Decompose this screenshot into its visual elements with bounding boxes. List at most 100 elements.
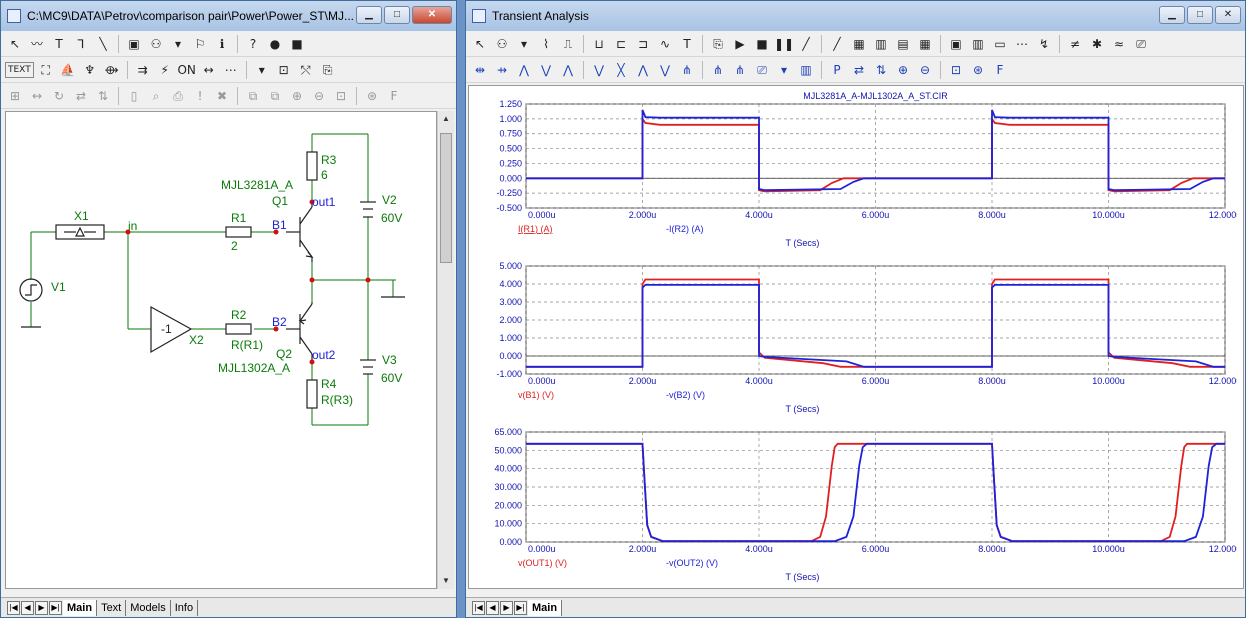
sch-tb3-tool-3-icon[interactable]: ⇄ [75, 88, 87, 103]
ana-tb1-tool-8-icon[interactable]: ∿ [659, 36, 671, 51]
tab-text[interactable]: Text [97, 599, 127, 616]
ana-tb1-tool-19-icon[interactable]: ▦ [919, 36, 931, 51]
sch-tb2-tool-4-icon[interactable]: ⟴ [104, 62, 119, 77]
ana-tb1-tool-3-icon[interactable]: ⌇ [543, 36, 549, 51]
sch-tb2-tool-11-icon[interactable]: ⊡ [278, 62, 289, 77]
ana-tb1-tool-20-icon[interactable]: ▣ [950, 36, 962, 51]
sch-tb3-tool-6-icon[interactable]: ⌕ [152, 88, 160, 103]
sch-tb1-tool-11-icon[interactable]: ● [269, 36, 281, 51]
analysis-close-button[interactable]: ✕ [1215, 6, 1241, 24]
sch-tb3-tool-15-icon[interactable]: ⊛ [366, 88, 378, 103]
ana-tb2-tool-18-icon[interactable]: ⊕ [897, 62, 909, 77]
analysis-minimize-button[interactable]: ▁ [1159, 6, 1185, 24]
sch-tb1-tool-2-icon[interactable]: T [55, 36, 63, 51]
ana-tb1-tool-28-icon[interactable]: ⎚ [1136, 36, 1146, 51]
ana-tb2-tool-0-icon[interactable]: ⇹ [474, 62, 486, 77]
sch-tb3-tool-9-icon[interactable]: ✖ [216, 88, 228, 103]
sch-tb1-tool-5-icon[interactable]: ▣ [128, 36, 140, 51]
ana-tb2-tool-12-icon[interactable]: ⎚ [757, 62, 767, 77]
sch-tb2-tool-9-icon[interactable]: ⋯ [224, 62, 237, 77]
schematic-titlebar[interactable]: C:\MC9\DATA\Petrov\comparison pair\Power… [1, 1, 456, 31]
sch-tb3-tool-14-icon[interactable]: ⊡ [335, 88, 347, 103]
sch-tb1-tool-3-icon[interactable]: ⅂ [77, 36, 85, 51]
sch-tb1-tool-4-icon[interactable]: ╲ [99, 36, 107, 51]
ana-tb2-tool-22-icon[interactable]: F [996, 62, 1004, 77]
ana-tb1-tool-27-icon[interactable]: ≈ [1113, 36, 1125, 51]
ana-tb2-tool-11-icon[interactable]: ⋔ [734, 62, 746, 77]
sch-tb1-tool-6-icon[interactable]: ⚇ [150, 36, 162, 51]
sch-tb2-tool-13-icon[interactable]: ⎘ [322, 62, 333, 77]
minimize-button[interactable]: ▁ [356, 6, 382, 24]
ana-tb1-tool-13-icon[interactable]: ❚❚ [774, 36, 795, 51]
ana-tb2-tool-14-icon[interactable]: ▥ [800, 62, 812, 77]
tab-main[interactable]: Main [63, 599, 98, 616]
prev-tab-icon[interactable]: ◀ [21, 600, 34, 615]
sch-tb2-tool-12-icon[interactable]: ⤲ [300, 62, 311, 77]
sch-tb2-tool-7-icon[interactable]: ON [177, 62, 196, 77]
sch-tb2-tool-10-icon[interactable]: ▾ [258, 62, 265, 77]
schematic-canvas[interactable]: X1 in R1 2 B1 MJL3281A_A Q1 R3 6 out1 V2… [5, 111, 437, 589]
sch-tb3-tool-13-icon[interactable]: ⊖ [313, 88, 325, 103]
ana-tb1-tool-14-icon[interactable]: ╱ [802, 36, 810, 51]
scroll-down-icon[interactable]: ▼ [442, 576, 450, 585]
sch-tb3-tool-16-icon[interactable]: F [390, 88, 398, 103]
sch-tb2-tool-5-icon[interactable]: ⇉ [137, 62, 148, 77]
ana-tb2-tool-5-icon[interactable]: ⋁ [594, 62, 604, 77]
ana-tb2-tool-4-icon[interactable]: ⋀ [563, 62, 573, 77]
sch-tb3-tool-7-icon[interactable]: ⎙ [173, 88, 183, 103]
analysis-titlebar[interactable]: Transient Analysis ▁ □ ✕ [466, 1, 1245, 31]
analysis-tab-main[interactable]: Main [528, 599, 563, 616]
ana-tb2-tool-10-icon[interactable]: ⋔ [712, 62, 724, 77]
ana-tb2-tool-21-icon[interactable]: ⊛ [972, 62, 984, 77]
ana-tb1-tool-4-icon[interactable]: ⎍ [563, 36, 573, 51]
ana-tb2-tool-8-icon[interactable]: ⋁ [660, 62, 670, 77]
sch-tb2-tool-6-icon[interactable]: ⚡ [160, 62, 169, 77]
ana-tb1-tool-6-icon[interactable]: ⊏ [615, 36, 627, 51]
ana-tb2-tool-6-icon[interactable]: ╳ [617, 62, 625, 77]
ana-tb2-tool-16-icon[interactable]: ⇄ [853, 62, 865, 77]
sch-tb1-tool-10-icon[interactable]: ? [249, 36, 257, 51]
ana-tb1-tool-18-icon[interactable]: ▤ [897, 36, 909, 51]
sch-tb2-tool-1-icon[interactable]: ⛶ [41, 62, 50, 77]
schematic-vertical-scrollbar[interactable]: ▲ ▼ [437, 111, 454, 589]
ana-tb1-tool-7-icon[interactable]: ⊐ [637, 36, 649, 51]
sch-tb2-tool-2-icon[interactable]: ⛵ [60, 62, 76, 77]
analysis-first-tab-icon[interactable]: |◀ [472, 600, 485, 615]
sch-tb1-tool-8-icon[interactable]: ⚐ [194, 36, 206, 51]
ana-tb1-tool-17-icon[interactable]: ▥ [875, 36, 887, 51]
ana-tb1-tool-12-icon[interactable]: ■ [756, 36, 768, 51]
maximize-button[interactable]: □ [384, 6, 410, 24]
ana-tb1-tool-1-icon[interactable]: ⚇ [496, 36, 508, 51]
ana-tb1-tool-11-icon[interactable]: ▶ [735, 36, 745, 51]
ana-tb2-tool-1-icon[interactable]: ⇸ [496, 62, 508, 77]
ana-tb1-tool-24-icon[interactable]: ↯ [1038, 36, 1050, 51]
analysis-next-tab-icon[interactable]: ▶ [500, 600, 513, 615]
sch-tb3-tool-5-icon[interactable]: ▯ [130, 88, 138, 103]
scroll-thumb[interactable] [440, 133, 452, 263]
sch-tb2-tool-0-icon[interactable]: TEXT [5, 61, 34, 78]
tab-info[interactable]: Info [171, 599, 199, 616]
sch-tb1-tool-12-icon[interactable]: ■ [291, 36, 303, 51]
analysis-maximize-button[interactable]: □ [1187, 6, 1213, 24]
last-tab-icon[interactable]: ▶| [49, 600, 62, 615]
sch-tb1-tool-7-icon[interactable]: ▾ [174, 36, 182, 51]
next-tab-icon[interactable]: ▶ [35, 600, 48, 615]
ana-tb2-tool-9-icon[interactable]: ⋔ [681, 62, 693, 77]
sch-tb3-tool-0-icon[interactable]: ⊞ [9, 88, 21, 103]
sch-tb3-tool-12-icon[interactable]: ⊕ [291, 88, 303, 103]
ana-tb1-tool-21-icon[interactable]: ▥ [972, 36, 984, 51]
close-button[interactable]: ✕ [412, 6, 452, 24]
sch-tb1-tool-1-icon[interactable]: 〰 [30, 36, 43, 51]
sch-tb3-tool-1-icon[interactable]: ↔ [31, 88, 43, 103]
first-tab-icon[interactable]: |◀ [7, 600, 20, 615]
sch-tb3-tool-11-icon[interactable]: ⧉ [270, 88, 280, 103]
scroll-up-icon[interactable]: ▲ [442, 114, 450, 123]
ana-tb1-tool-15-icon[interactable]: ╱ [833, 36, 841, 51]
ana-tb1-tool-0-icon[interactable]: ↖ [474, 36, 486, 51]
ana-tb2-tool-2-icon[interactable]: ⋀ [519, 62, 529, 77]
ana-tb1-tool-23-icon[interactable]: ⋯ [1016, 36, 1028, 51]
